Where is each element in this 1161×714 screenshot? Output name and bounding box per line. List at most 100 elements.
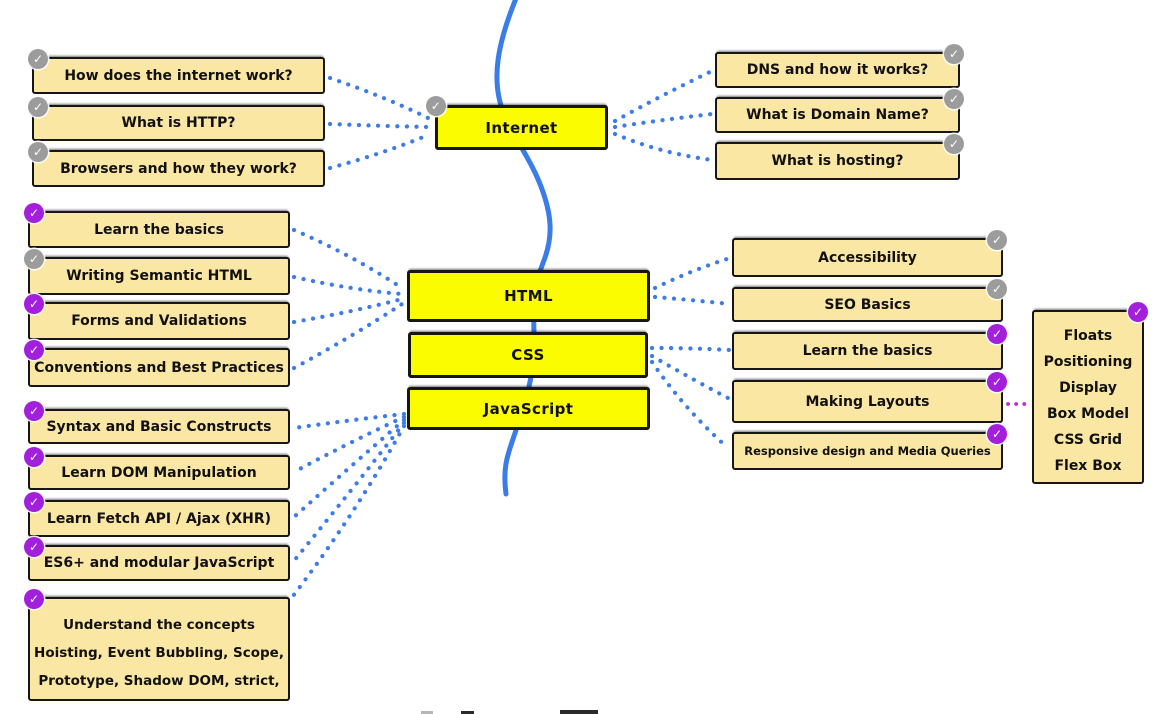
topic-detail-line: Prototype, Shadow DOM, strict, xyxy=(38,673,280,689)
topic-making-layouts[interactable]: ✓ Making Layouts xyxy=(732,372,1007,423)
topic-es6-and-modular-javascript[interactable]: ✓ ES6+ and modular JavaScript xyxy=(24,537,290,581)
panel-item-display[interactable]: Display xyxy=(1059,380,1117,396)
topic-label: What is hosting? xyxy=(771,153,904,169)
check-icon: ✓ xyxy=(944,134,964,154)
topic-how-does-the-internet-work[interactable]: ✓ How does the internet work? xyxy=(28,49,325,94)
topic-label: Writing Semantic HTML xyxy=(66,268,252,284)
hub-label: Internet xyxy=(485,118,558,137)
hub-label: HTML xyxy=(504,287,553,305)
hub-javascript[interactable]: JavaScript xyxy=(407,387,650,430)
connector-html-l1 xyxy=(291,227,405,291)
topic-label: Learn DOM Manipulation xyxy=(61,464,257,481)
connector-css-r1 xyxy=(649,345,733,353)
hub-label: CSS xyxy=(511,346,545,364)
topic-label: Learn the basics xyxy=(94,221,224,238)
topic-label: How does the internet work? xyxy=(64,67,293,84)
topic-label: Browsers and how they work? xyxy=(60,160,297,177)
topic-understand-the-concepts[interactable]: ✓ Understand the concepts Hoisting, Even… xyxy=(24,589,290,701)
panel-css-layout-topics[interactable]: ✓ Floats Positioning Display Box Model C… xyxy=(1032,302,1148,484)
topic-label: What is Domain Name? xyxy=(746,107,929,123)
connector-js-l4 xyxy=(290,420,407,565)
connector-html-l3 xyxy=(291,296,405,325)
topic-seo-basics[interactable]: ✓ SEO Basics xyxy=(732,279,1007,322)
hub-html[interactable]: HTML xyxy=(407,270,650,322)
topic-learn-dom-manipulation[interactable]: ✓ Learn DOM Manipulation xyxy=(24,447,290,490)
topic-browsers-and-how-they-work[interactable]: ✓ Browsers and how they work? xyxy=(28,142,325,187)
connector-html-l4 xyxy=(291,301,405,371)
check-icon: ✓ xyxy=(944,89,964,109)
topic-label: ES6+ and modular JavaScript xyxy=(43,555,275,571)
topic-learn-fetch-api-ajax-xhr[interactable]: ✓ Learn Fetch API / Ajax (XHR) xyxy=(24,492,290,537)
hub-css[interactable]: CSS xyxy=(408,332,648,378)
topic-writing-semantic-html[interactable]: ✓ Writing Semantic HTML xyxy=(24,249,290,295)
cutoff-fragment xyxy=(461,711,474,714)
connector-js-l5 xyxy=(287,423,407,603)
connector-html-r1 xyxy=(652,255,733,291)
connector-css-r2 xyxy=(649,353,731,401)
topic-label: Understand the concepts xyxy=(63,617,255,633)
topic-learn-the-basics-css[interactable]: ✓ Learn the basics xyxy=(732,324,1007,370)
check-icon: ✓ xyxy=(1128,302,1148,322)
topic-responsive-design-and-media-queries[interactable]: ✓ Responsive design and Media Queries xyxy=(732,424,1007,470)
check-icon: ✓ xyxy=(24,294,44,314)
topic-learn-the-basics-html[interactable]: ✓ Learn the basics xyxy=(24,203,290,248)
cutoff-fragment xyxy=(560,710,598,714)
check-icon: ✓ xyxy=(24,203,44,223)
topic-label: Forms and Validations xyxy=(71,313,247,329)
topic-label: DNS and how it works? xyxy=(746,62,929,78)
topic-label: Conventions and Best Practices xyxy=(34,359,284,376)
topic-label: Learn the basics xyxy=(802,343,933,359)
check-icon: ✓ xyxy=(24,401,44,421)
topic-label: Responsive design and Media Queries xyxy=(744,444,991,458)
check-icon: ✓ xyxy=(426,96,446,116)
check-icon: ✓ xyxy=(24,492,44,512)
check-icon: ✓ xyxy=(28,142,48,162)
topic-what-is-hosting[interactable]: ✓ What is hosting? xyxy=(715,134,964,180)
check-icon: ✓ xyxy=(24,340,44,360)
topic-what-is-http[interactable]: ✓ What is HTTP? xyxy=(28,97,325,141)
connector-html-l2 xyxy=(291,274,405,297)
cutoff-fragment xyxy=(421,711,433,714)
topic-label: What is HTTP? xyxy=(121,115,236,131)
check-icon: ✓ xyxy=(987,230,1007,250)
topic-what-is-domain-name[interactable]: ✓ What is Domain Name? xyxy=(715,89,964,133)
panel-item-flex-box[interactable]: Flex Box xyxy=(1054,458,1122,474)
topic-label: Making Layouts xyxy=(805,393,930,410)
check-icon: ✓ xyxy=(24,447,44,467)
connector-js-l1 xyxy=(291,411,407,431)
topic-accessibility[interactable]: ✓ Accessibility xyxy=(732,230,1007,277)
check-icon: ✓ xyxy=(24,537,44,557)
check-icon: ✓ xyxy=(28,97,48,117)
connector-css-r3 xyxy=(649,359,731,451)
topic-conventions-and-best-practices[interactable]: ✓ Conventions and Best Practices xyxy=(24,340,290,387)
topic-forms-and-validations[interactable]: ✓ Forms and Validations xyxy=(24,294,290,340)
connector-internet-r2 xyxy=(612,111,715,130)
check-icon: ✓ xyxy=(987,372,1007,392)
check-icon: ✓ xyxy=(24,589,44,609)
check-icon: ✓ xyxy=(987,279,1007,299)
hub-label: JavaScript xyxy=(483,399,574,418)
topic-label: Syntax and Basic Constructs xyxy=(46,418,272,435)
hub-internet[interactable]: ✓ Internet xyxy=(426,96,608,150)
connector-js-l2 xyxy=(291,414,407,475)
connector-html-r2 xyxy=(652,294,733,307)
connector-internet-l3 xyxy=(327,132,431,171)
topic-detail-line: Hoisting, Event Bubbling, Scope, xyxy=(34,645,284,661)
check-icon: ✓ xyxy=(987,324,1007,344)
check-icon: ✓ xyxy=(28,49,48,69)
panel-item-css-grid[interactable]: CSS Grid xyxy=(1053,432,1123,448)
check-icon: ✓ xyxy=(944,44,964,64)
panel-item-box-model[interactable]: Box Model xyxy=(1046,406,1130,422)
panel-item-positioning[interactable]: Positioning xyxy=(1043,354,1133,370)
panel-item-floats[interactable]: Floats xyxy=(1063,328,1113,344)
connector-internet-r1 xyxy=(612,68,715,124)
topic-label: SEO Basics xyxy=(824,296,911,313)
connector-internet-l2 xyxy=(327,121,431,130)
topic-dns-and-how-it-works[interactable]: ✓ DNS and how it works? xyxy=(715,44,964,88)
check-icon: ✓ xyxy=(24,249,44,269)
connector-internet-r3 xyxy=(612,131,715,163)
connector-internet-l1 xyxy=(327,75,431,121)
topic-label: Accessibility xyxy=(818,249,917,266)
topic-syntax-and-basic-constructs[interactable]: ✓ Syntax and Basic Constructs xyxy=(24,401,290,444)
